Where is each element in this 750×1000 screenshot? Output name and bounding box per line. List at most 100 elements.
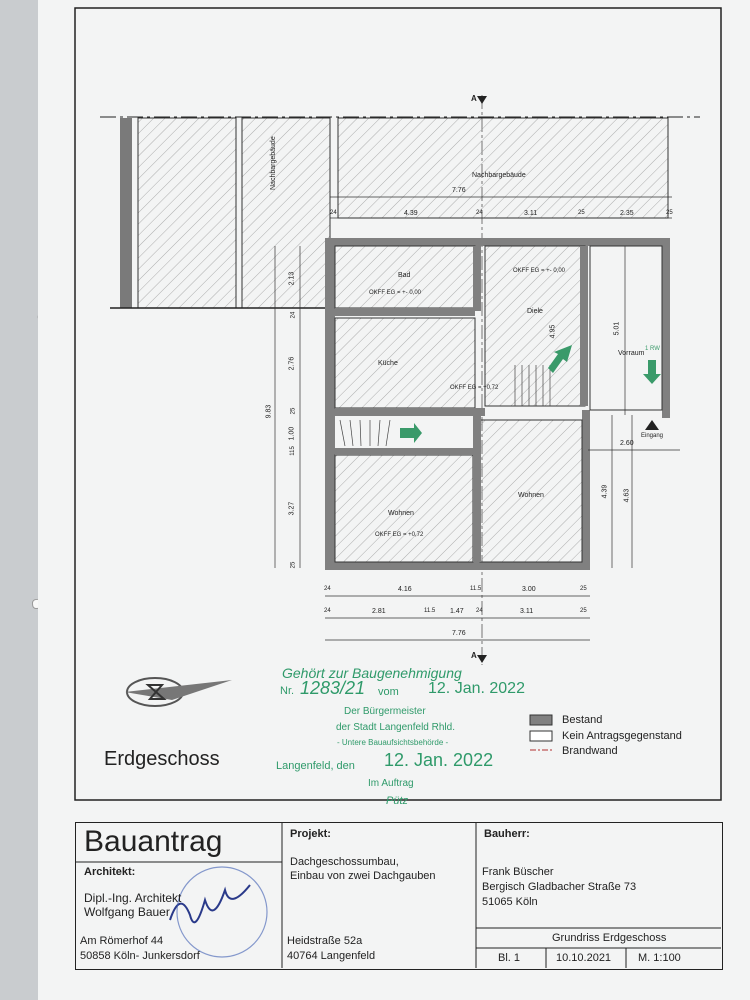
dim-b2-4: 24 [476, 608, 483, 614]
dim-left-1: 2.13 [288, 271, 296, 286]
wall-east-lower [582, 410, 590, 568]
sheet-number: Bl. 1 [498, 952, 521, 964]
stamp-line1: Gehört zur Baugenehmigung [282, 665, 462, 681]
neighbor-building-top [337, 117, 669, 219]
dim-left-8: 25 [290, 561, 297, 569]
label-neighbor-top: Nachbargebäude [472, 172, 526, 179]
bauherr-addr1: Bergisch Gladbacher Straße 73 [482, 881, 637, 893]
room-kueche [334, 317, 476, 409]
wall-east-upper [662, 238, 670, 418]
stamp-date2: 12. Jan. 2022 [384, 750, 494, 770]
dim-left-3: 2.76 [288, 356, 296, 371]
level-wohnen: OKFF EG = +0,72 [375, 532, 424, 538]
sheet-date: 10.10.2021 [556, 952, 612, 964]
label-vorraum: Vorraum [618, 350, 645, 357]
room-bad [334, 245, 476, 309]
stamp-line3: der Stadt Langenfeld Rhld. [336, 722, 455, 733]
label-eingang: Eingang [641, 433, 664, 439]
dim-left-5: 1.00 [288, 426, 296, 441]
section-label-bottom: A [471, 651, 477, 660]
architekt-name2: Wolfgang Bauer [84, 905, 170, 919]
architekt-label: Architekt: [84, 866, 136, 878]
legend-brandwand: Brandwand [562, 745, 618, 757]
bauherr-name: Frank Büscher [482, 866, 554, 878]
room-wohnen-left [334, 454, 474, 563]
wall-west [325, 238, 335, 568]
stamp-date: 12. Jan. 2022 [428, 680, 525, 697]
label-neighbor-side: Nachbargebäude [270, 136, 277, 190]
entrance-marker [645, 420, 659, 430]
title-block [75, 822, 723, 970]
dim-b2-3: 1.47 [450, 608, 464, 615]
dim-b2-2: 11.5 [424, 608, 436, 614]
stamp-auftrag: Im Auftrag [368, 778, 414, 789]
stamp-vom: vom [378, 686, 399, 698]
stairs [339, 365, 551, 447]
arrow-diele [548, 345, 572, 373]
dim-top-total: 7.76 [452, 187, 466, 194]
level-mid: OKFF EG = +0,72 [450, 385, 499, 391]
neighbor-building-1 [137, 117, 237, 309]
dim-top-1: 4.39 [404, 210, 418, 217]
stamp-nr-label: Nr. [280, 685, 295, 697]
binder-edge [0, 0, 38, 1000]
legend-swatch-bestand [529, 714, 553, 726]
dim-b1-1: 4.16 [398, 586, 412, 593]
level-diele: OKFF EG = +- 0,00 [513, 268, 566, 274]
legend-kein: Kein Antragsgegenstand [562, 730, 682, 742]
legend-swatch-kein [529, 730, 553, 742]
projekt-addr2: 40764 Langenfeld [287, 950, 376, 962]
stamp-line4: - Untere Bauaufsichtsbehörde - [337, 738, 449, 747]
dim-right-5: 4.63 [623, 488, 631, 503]
room-vorraum [589, 245, 663, 411]
dim-top-2: 24 [476, 210, 483, 216]
plan-title: Erdgeschoss [104, 748, 220, 770]
dim-b2-1: 2.81 [372, 608, 386, 615]
neighbor-wall [120, 118, 132, 308]
dim-right-4: 4.39 [601, 484, 609, 499]
label-diele: Diele [527, 308, 543, 315]
bauherr-addr2: 51065 Köln [482, 896, 538, 908]
stamp-line2: Der Bürgermeister [344, 706, 426, 717]
projekt-label: Projekt: [290, 828, 331, 840]
drawing-frame [74, 7, 722, 801]
section-label-top: A [471, 94, 477, 103]
dim-right-2: 5.01 [613, 321, 621, 336]
arrow-vorraum [643, 360, 661, 384]
dim-top-3: 3.11 [524, 210, 538, 217]
room-wohnen-right [479, 419, 583, 563]
dim-bottom-total: 7.76 [452, 630, 466, 637]
legend-bestand: Bestand [562, 714, 603, 726]
dim-b2-6: 25 [580, 608, 587, 614]
dim-right-1: 4.95 [549, 324, 557, 339]
dimension-lines [274, 196, 680, 641]
label-wohnen-right: Wohnen [518, 492, 544, 499]
label-bad: Bad [398, 272, 411, 279]
architekt-addr1: Am Römerhof 44 [80, 935, 164, 947]
stamp-place: Langenfeld, den [276, 760, 355, 772]
dim-top-4: 25 [578, 210, 585, 216]
stamp-nr-value: 1283/21 [300, 678, 366, 698]
sheet-scale: M. 1:100 [638, 952, 681, 964]
label-wohnen-left: Wohnen [388, 510, 414, 517]
dim-right-3: 2.60 [620, 440, 634, 447]
dim-left-2: 24 [290, 311, 297, 319]
dim-b1-4: 25 [580, 586, 587, 592]
dim-b2-0: 24 [324, 608, 331, 614]
stamp-signature: Pütz [386, 795, 409, 807]
dim-b1-3: 3.00 [522, 586, 536, 593]
section-marker-top [477, 96, 487, 104]
level-bad: OKFF EG = +- 0,00 [369, 290, 422, 296]
north-arrow [125, 677, 232, 707]
wall-south [325, 562, 590, 570]
dim-b2-5: 3.11 [520, 608, 534, 615]
section-marker-bottom [477, 655, 487, 663]
label-rw: 1 RW [645, 346, 660, 352]
wall-north [325, 238, 670, 246]
dim-b1-2: 11.5 [470, 586, 482, 592]
dim-b1-0: 24 [324, 586, 331, 592]
arrow-stairs [400, 423, 422, 443]
projekt-addr1: Heidstraße 52a [287, 935, 363, 947]
dim-left-total: 9.83 [265, 404, 273, 419]
